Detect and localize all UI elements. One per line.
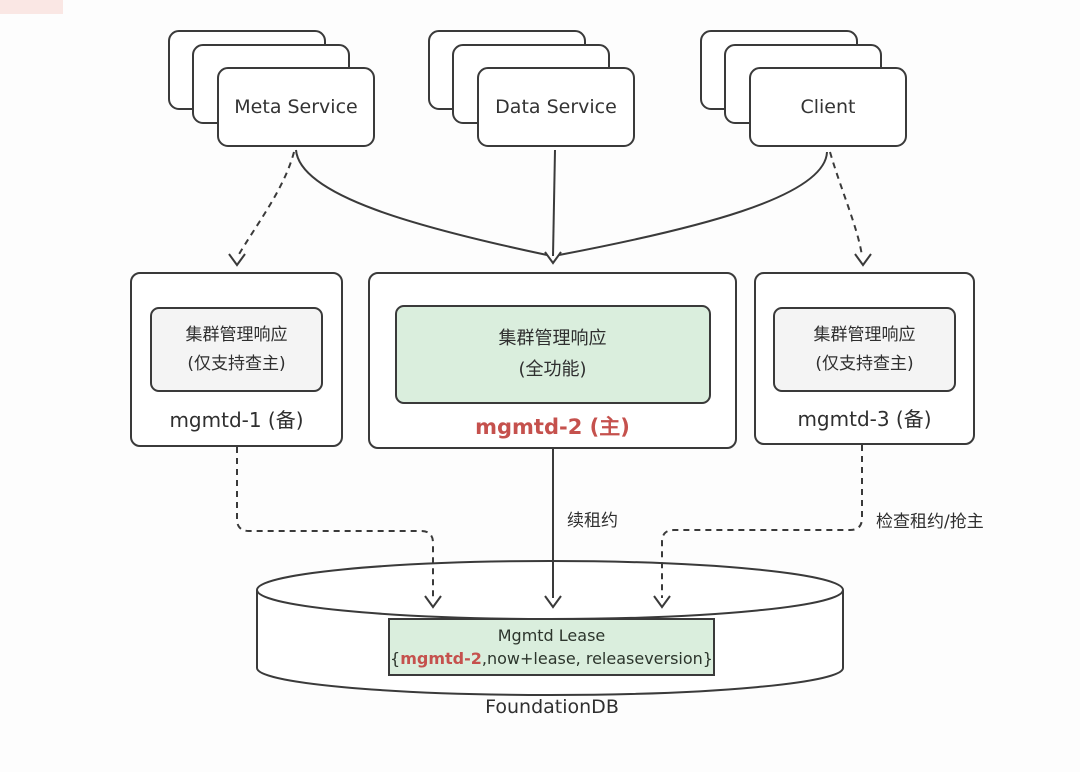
edge-mgmtd1-to-db	[236, 447, 434, 598]
mgmtd-2-node: 集群管理响应 (全功能) mgmtd-2 (主)	[368, 272, 737, 449]
arrowhead-db-left	[424, 595, 442, 609]
meta-service-stack: Meta Service	[168, 30, 378, 150]
arrowhead-mgmtd1	[228, 253, 246, 267]
mgmtd-3-function-box: 集群管理响应 (仅支持查主)	[773, 307, 956, 392]
edge-mgmtd3-to-db	[661, 445, 863, 598]
foundationdb-label: FoundationDB	[485, 696, 619, 718]
edge-client-to-mgmtd3	[829, 151, 863, 257]
mgmtd-1-function-line1: 集群管理响应	[185, 324, 288, 345]
meta-service-card: Meta Service	[217, 67, 375, 147]
mgmtd-3-node: 集群管理响应 (仅支持查主) mgmtd-3 (备)	[754, 272, 975, 445]
arrowhead-mgmtd3	[854, 253, 872, 267]
arrowhead-db-right	[653, 595, 671, 609]
lease-holder: mgmtd-2	[400, 649, 482, 668]
mgmtd-2-function-box: 集群管理响应 (全功能)	[394, 305, 711, 404]
corner-artifact	[0, 0, 63, 14]
lease-prefix: {	[390, 649, 401, 668]
client-label: Client	[800, 96, 856, 118]
mgmtd-2-function-line1: 集群管理响应	[498, 327, 607, 349]
renew-lease-label: 续租约	[567, 511, 618, 531]
mgmtd-3-label: mgmtd-3 (备)	[797, 407, 932, 431]
client-stack: Client	[700, 30, 910, 150]
edge-meta-to-mgmtd2	[295, 149, 548, 256]
mgmtd-2-function-line2: (全功能)	[518, 358, 587, 380]
lease-title: Mgmtd Lease	[497, 625, 606, 645]
client-card: Client	[749, 67, 907, 147]
mgmtd-1-function-line2: (仅支持查主)	[187, 353, 286, 374]
data-service-stack: Data Service	[428, 30, 638, 150]
mgmtd-1-node: 集群管理响应 (仅支持查主) mgmtd-1 (备)	[130, 272, 343, 447]
data-service-card: Data Service	[477, 67, 635, 147]
mgmtd-3-function-line2: (仅支持查主)	[815, 353, 914, 374]
meta-service-label: Meta Service	[234, 96, 358, 118]
check-lease-label: 检查租约/抢主	[876, 512, 984, 532]
mgmtd-3-function-line1: 集群管理响应	[813, 324, 916, 345]
lease-rest: ,now+lease, releaseversion}	[481, 649, 713, 668]
edge-data-to-mgmtd2	[552, 149, 556, 257]
arrowhead-mgmtd2	[544, 251, 562, 265]
edge-client-to-mgmtd2	[558, 151, 828, 256]
mgmtd-2-label: mgmtd-2 (主)	[475, 414, 630, 439]
edge-meta-to-mgmtd1	[237, 151, 295, 257]
mgmtd-1-label: mgmtd-1 (备)	[169, 408, 304, 432]
mgmtd-1-function-box: 集群管理响应 (仅支持查主)	[150, 307, 323, 392]
mgmtd-lease-box: Mgmtd Lease {mgmtd-2,now+lease, releasev…	[388, 618, 715, 676]
arrowhead-db-center	[544, 595, 562, 609]
data-service-label: Data Service	[495, 96, 617, 118]
lease-record: {mgmtd-2,now+lease, releaseversion}	[390, 647, 713, 670]
